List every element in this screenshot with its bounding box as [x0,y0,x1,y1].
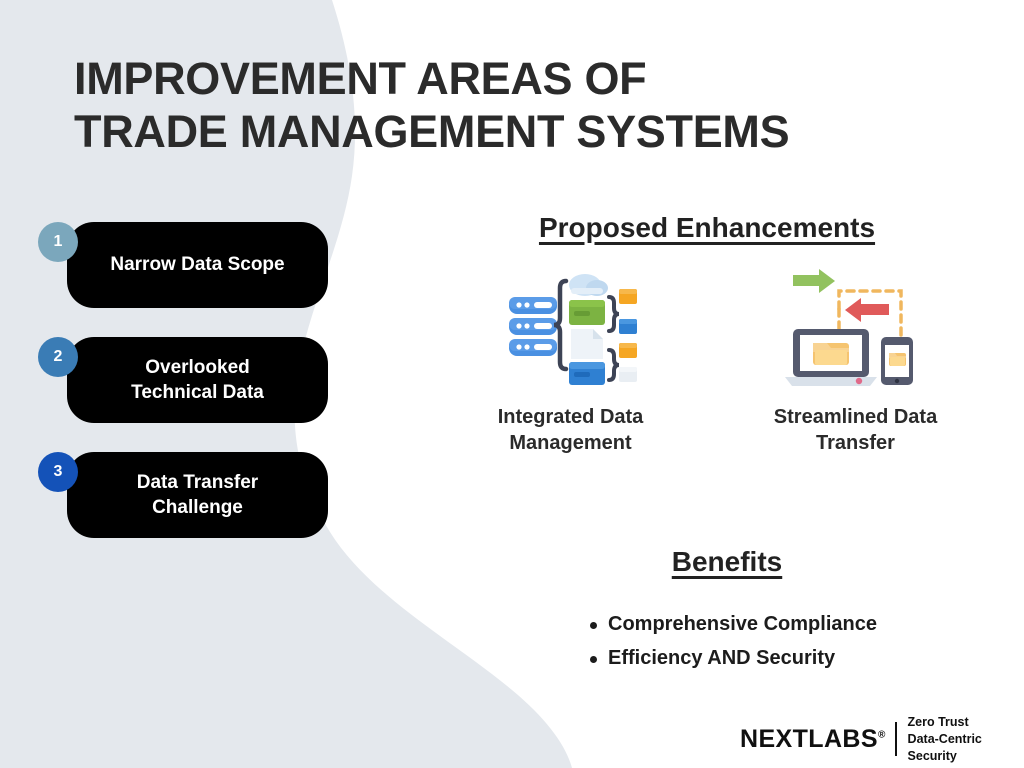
step-label-3: Data Transfer Challenge [67,452,328,538]
benefits-list: Comprehensive Compliance Efficiency AND … [586,608,877,675]
registered-trademark-icon: ® [877,729,886,741]
step-badge-2: 2 [38,337,78,377]
step-number: 2 [53,348,63,365]
improvement-areas-list: 1 Narrow Data Scope 2 Overlooked Technic… [38,222,328,567]
step-label-2: Overlooked Technical Data [67,337,328,423]
logo-name: NEXTLABS [740,724,878,753]
list-item: 2 Overlooked Technical Data [38,337,328,423]
list-item: 3 Data Transfer Challenge [38,452,328,538]
data-management-icon [428,262,713,392]
list-item: 1 Narrow Data Scope [38,222,328,308]
benefits-heading: Benefits [671,546,783,577]
logo-divider [894,722,897,757]
enhancement-caption-2: Streamlined Data Transfer [773,406,938,454]
step-label-1: Narrow Data Scope [67,222,328,308]
enhancements-grid: Integrated Data Management [428,262,998,456]
logo-wordmark: NEXTLABS® [740,725,886,754]
nextlabs-logo: NEXTLABS® Zero Trust Data-Centric Securi… [740,714,1024,764]
step-badge-3: 3 [38,452,78,492]
list-item: Comprehensive Compliance [590,608,877,642]
enhancement-item-2: Streamlined Data Transfer [713,262,998,456]
enhancement-caption-1: Integrated Data Management [497,406,644,454]
proposed-enhancements-heading: Proposed Enhancements [538,212,876,243]
page-title: IMPROVEMENT AREAS OF TRADE MANAGEMENT SY… [74,53,790,158]
logo-tagline: Zero Trust Data-Centric Security [907,715,982,763]
step-badge-1: 1 [38,222,78,262]
step-number: 1 [53,233,63,250]
data-transfer-icon [713,262,998,392]
list-item: Efficiency AND Security [590,642,877,676]
enhancement-item-1: Integrated Data Management [428,262,713,456]
step-number: 3 [53,463,63,480]
